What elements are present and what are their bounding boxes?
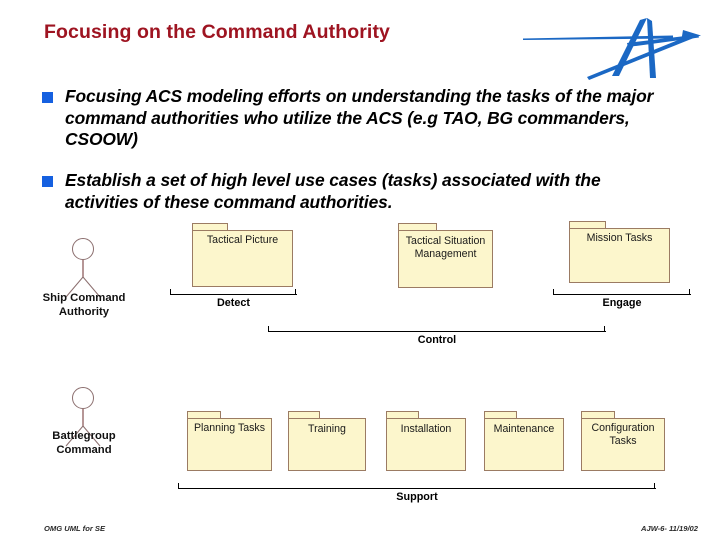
bullet-marker-icon: [42, 92, 53, 103]
footer-left-text: OMG UML for SE: [44, 524, 106, 533]
bracket-label-support: Support: [396, 491, 438, 503]
package-label-training: Training: [308, 423, 346, 435]
package-label-tactical-picture: Tactical Picture: [206, 234, 279, 246]
actor-label-ship-command-authority: Ship Command Authority: [42, 292, 126, 318]
bracket-label-engage: Engage: [602, 297, 642, 309]
bullet-item-2: Establish a set of high level use cases …: [41, 170, 661, 213]
package-label-maintenance: Maintenance: [493, 423, 555, 435]
actor-label-battlegroup-command: Battlegroup Command: [52, 430, 116, 456]
package-label-mission-tasks: Mission Tasks: [586, 232, 653, 244]
bracket-label-control: Control: [417, 334, 457, 346]
package-label-tactical-situation-management: Tactical Situation Management: [405, 235, 486, 260]
bullet-text-2: Establish a set of high level use cases …: [65, 170, 601, 212]
bracket-label-detect: Detect: [216, 297, 250, 309]
actor-battlegroup-command-icon: [55, 385, 111, 447]
package-label-configuration-tasks: Configuration Tasks: [591, 422, 655, 447]
package-label-planning-tasks: Planning Tasks: [193, 422, 266, 434]
bullet-marker-icon: [42, 176, 53, 187]
raytheon-style-a-logo-icon: [523, 4, 713, 82]
package-label-installation: Installation: [400, 423, 452, 435]
bullet-item-1: Focusing ACS modeling efforts on underst…: [41, 86, 661, 151]
bullet-text-1: Focusing ACS modeling efforts on underst…: [65, 86, 654, 149]
page-title: Focusing on the Command Authority: [44, 21, 390, 43]
footer-right-text: AJW-6- 11/19/02: [641, 524, 698, 533]
actor-ship-command-authority-icon: [55, 236, 111, 298]
